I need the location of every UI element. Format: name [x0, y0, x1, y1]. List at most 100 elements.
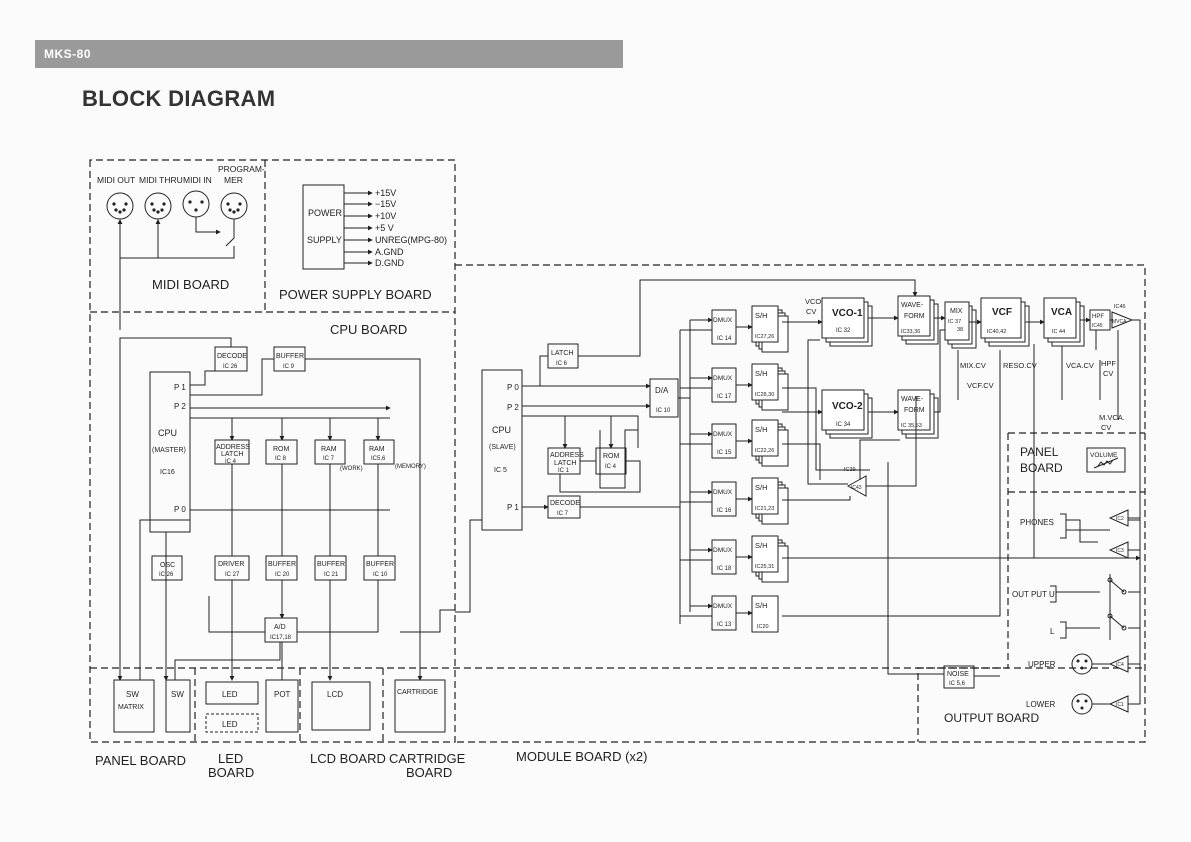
driver-ic: IC 27: [225, 572, 240, 578]
decode-label: DECODE: [217, 353, 247, 360]
programmer-label-2: MER: [224, 175, 243, 185]
ic43-label: IC43: [851, 485, 862, 491]
amp-ic-3: IC4: [1116, 662, 1124, 668]
module-rom-label: ROM: [603, 453, 620, 460]
cartridge-board-label-2: BOARD: [406, 765, 452, 780]
hpf-ic: IC45: [1092, 323, 1103, 329]
sw-matrix-label-1: SW: [126, 690, 139, 699]
upper-label: UPPER: [1028, 660, 1056, 669]
sh-ic-4: IC21,23: [755, 506, 774, 512]
power-output-7: D.GND: [375, 258, 405, 268]
lower-label: LOWER: [1026, 700, 1056, 709]
sh-ic-3: IC22,26: [755, 448, 774, 454]
sh-ic-6: IC20: [757, 624, 769, 630]
phones-label: PHONES: [1020, 518, 1054, 527]
dmux-ic-5: IC 18: [717, 566, 732, 572]
power-output-4: +5 V: [375, 223, 394, 233]
addr-latch-label-2: LATCH: [221, 451, 243, 458]
panel-board-label: PANEL BOARD: [95, 753, 186, 768]
programmer-connector: [220, 192, 248, 220]
bottom-boards: [113, 679, 446, 733]
output-u-label: OUT PUT U: [1012, 590, 1055, 599]
power-output-2: −15V: [375, 199, 396, 209]
hpf-label: HPF: [1092, 314, 1104, 320]
decode-ic: IC 26: [223, 364, 238, 370]
output-board-label: OUTPUT BOARD: [944, 711, 1039, 725]
mvca-label: MVCA: [1112, 319, 1127, 325]
module-addr-label-1: ADDRESS: [550, 452, 584, 459]
vcf-label: VCF: [992, 307, 1012, 318]
power-output-5: UNREG(MPG-80): [375, 235, 447, 245]
buffer-c-ic: IC 10: [373, 572, 388, 578]
board-boundaries: [89, 159, 1146, 743]
vco2-label: VCO-2: [832, 401, 863, 412]
vco2-stack: [821, 389, 873, 439]
waveform2-ic: IC 35,53: [901, 423, 922, 429]
output-board-boundary: [917, 432, 1145, 742]
mix-label: MIX: [950, 308, 963, 315]
hpf-cv-label-2: CV: [1103, 369, 1113, 378]
dmux-ic-1: IC 14: [717, 336, 732, 342]
cpu-port-p2: P 2: [174, 402, 186, 411]
vca-cv-label: VCA.CV: [1066, 361, 1094, 370]
latch-ic: IC 6: [556, 361, 568, 367]
midi-thru-connector: [144, 192, 172, 220]
vco1-label: VCO-1: [832, 308, 863, 319]
pot-block: [265, 679, 299, 733]
upper-xlr-connector: [1071, 653, 1093, 675]
connector-pins: [112, 200, 242, 214]
output-l-label: L: [1050, 627, 1055, 636]
vcf-stack: [980, 297, 1030, 347]
buffer-b-label: BUFFER: [317, 561, 345, 568]
cpu-port-p0: P 0: [174, 505, 186, 514]
dmux-label-1: DMUX: [713, 317, 733, 324]
vcf-cv-label: VCF.CV: [967, 381, 994, 390]
waveform2-label-2: FORM: [904, 407, 925, 414]
latch-label: LATCH: [551, 350, 573, 357]
midi-out-connector: [106, 192, 134, 220]
midi-in-connector: [182, 190, 210, 218]
cpu-port-p1: P 1: [174, 383, 186, 392]
led-board-label-2: BOARD: [208, 765, 254, 780]
midi-board-label: MIDI BOARD: [152, 277, 229, 292]
ic46-label: IC46: [1114, 304, 1126, 310]
programmer-label-1: PROGRAM-: [218, 164, 265, 174]
led-block: [205, 681, 259, 705]
noise-label: NOISE: [947, 671, 969, 678]
volume-label: VOLUME: [1090, 452, 1118, 459]
lower-xlr-connector: [1071, 693, 1093, 715]
noise-ic: IC 5,6: [949, 681, 966, 687]
sh-label-2: S/H: [755, 369, 768, 378]
mix-stack: [944, 301, 977, 349]
da-label: D/A: [655, 386, 669, 395]
addr-latch-ic: IC 4: [225, 459, 237, 465]
lcd-board-label: LCD BOARD: [310, 751, 386, 766]
sh-stack-3: [751, 419, 789, 467]
reso-cv-label: RESO.CV: [1003, 361, 1037, 370]
slave-cpu-ic: IC 5: [494, 467, 507, 474]
module-decode-ic: IC 7: [557, 511, 569, 517]
sh-stack-2: [751, 363, 789, 411]
osc-block: [151, 555, 183, 581]
diagram-title: BLOCK DIAGRAM: [82, 86, 276, 111]
cpu-board: [117, 337, 455, 681]
module-addr-ic: IC 1: [558, 468, 570, 474]
ic39-label: IC39: [844, 467, 856, 473]
osc-label: OSC: [160, 562, 175, 569]
buffer-c-block: [363, 555, 396, 581]
buffer-b-ic: IC 21: [324, 572, 339, 578]
output-l-jack-icon: [1060, 621, 1100, 639]
sh-stack-6: [751, 595, 779, 633]
midi-in-line: [195, 217, 221, 235]
mix-ic-2: 38: [957, 327, 963, 333]
sw-label: SW: [171, 690, 184, 699]
mix-ic-1: IC 37: [948, 319, 961, 325]
module-board-boundary: [455, 264, 1146, 743]
vca-stack: [1043, 297, 1085, 347]
cartridge-board-label-1: CARTRIDGE: [389, 751, 466, 766]
buffer-a-ic: IC 20: [275, 572, 290, 578]
ram-work-ic: IC 7: [323, 456, 335, 462]
midi-thru-label: MIDI THRU: [139, 175, 183, 185]
output-u-jack-icon: [1050, 585, 1100, 603]
sh-ic-5: IC25,31: [755, 564, 774, 570]
